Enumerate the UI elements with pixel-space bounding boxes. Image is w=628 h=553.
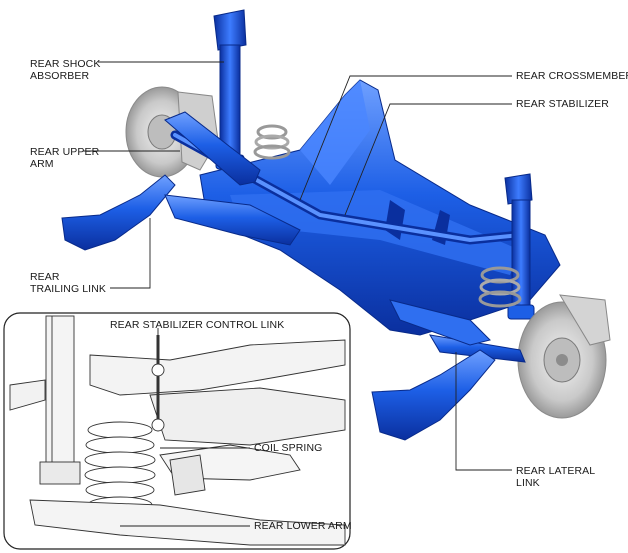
label-rear-upper-arm: REAR UPPER ARM [30,146,99,170]
label-rear-trailing-link-line2: TRAILING LINK [30,283,106,295]
label-rear-stabilizer-control-link-text: REAR STABILIZER CONTROL LINK [110,319,285,331]
label-rear-upper-arm-line1: REAR UPPER [30,146,100,158]
label-rear-lateral-link: REAR LATERAL LINK [516,465,595,489]
label-coil-spring: COIL SPRING [254,442,322,454]
label-rear-shock-absorber: REAR SHOCK ABSORBER [30,58,100,82]
left-lower-arm [164,194,301,246]
label-rear-stabilizer-text: REAR STABILIZER [516,98,609,110]
right-coil-spring [478,266,522,308]
label-rear-lateral-link-line2: LINK [516,477,540,489]
left-coil-spring [253,124,291,160]
label-rear-trailing-link-line1: REAR [30,271,60,283]
leader-lines [83,61,512,527]
left-upper-arm [164,111,261,186]
left-trailing-link [61,174,176,251]
label-rear-lower-arm-text: REAR LOWER ARM [254,520,352,532]
label-rear-crossmember: REAR CROSSMEMBER [516,70,628,82]
label-rear-crossmember-text: REAR CROSSMEMBER [516,70,628,82]
label-rear-lateral-link-line1: REAR LATERAL [516,465,596,477]
inset-detail [3,312,351,550]
label-rear-lower-arm: REAR LOWER ARM [254,520,352,532]
label-rear-shock-absorber-line2: ABSORBER [30,70,90,82]
right-lateral-link [429,334,526,363]
label-rear-upper-arm-line2: ARM [30,158,54,170]
label-rear-stabilizer: REAR STABILIZER [516,98,609,110]
label-coil-spring-text: COIL SPRING [254,442,323,454]
right-upper-arm [389,299,491,346]
label-rear-shock-absorber-line1: REAR SHOCK [30,58,101,70]
right-trailing-link [371,349,496,441]
label-rear-stabilizer-control-link: REAR STABILIZER CONTROL LINK [110,319,284,331]
label-rear-trailing-link: REAR TRAILING LINK [30,271,106,295]
